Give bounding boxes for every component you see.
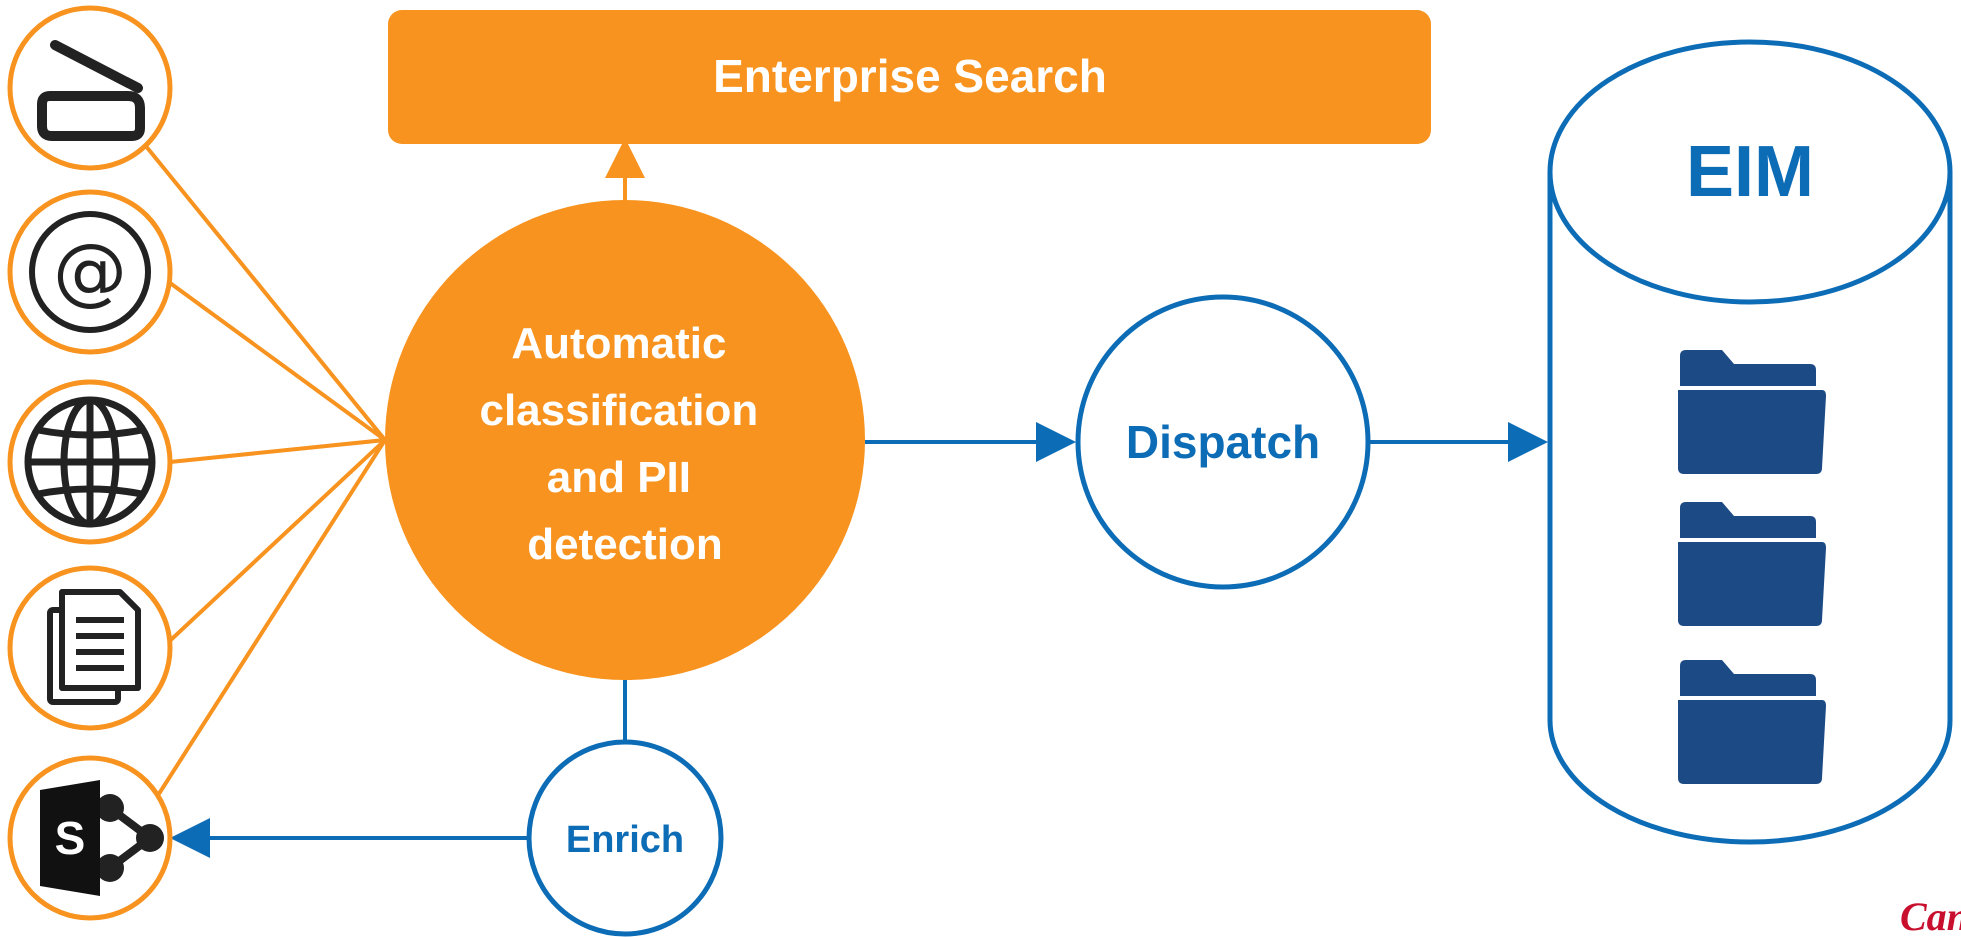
eim-cylinder-body — [1547, 172, 1953, 845]
brand-logo: Cano — [1900, 894, 1961, 937]
enrich-label: Enrich — [566, 819, 684, 861]
connector-web — [169, 438, 386, 464]
dispatch-label: Dispatch — [1126, 416, 1320, 468]
source-email[interactable]: @ — [7, 189, 173, 355]
classifier-label: Automatic classification and PII detecti… — [479, 319, 770, 569]
classifier-line-2: classification — [479, 386, 758, 435]
sharepoint-letter: S — [55, 812, 86, 864]
source-web[interactable] — [7, 379, 173, 545]
enrich-circle[interactable] — [526, 739, 724, 937]
email-at-icon: @ — [29, 211, 151, 333]
sharepoint-icon: S — [40, 780, 164, 896]
folder-icon — [1678, 502, 1826, 626]
classifier-line-4: detection — [527, 520, 723, 569]
documents-icon — [47, 589, 141, 705]
enterprise-search-box[interactable] — [388, 10, 1431, 144]
source-scanner[interactable] — [7, 5, 173, 171]
connector-documents — [158, 438, 387, 652]
dispatch-circle[interactable] — [1075, 294, 1371, 590]
enterprise-search-label: Enterprise Search — [713, 50, 1107, 102]
classifier-line-3: and PII — [547, 453, 691, 502]
source-documents[interactable] — [7, 565, 173, 731]
connector-sharepoint — [153, 438, 387, 802]
connector-email — [164, 278, 387, 442]
classifier-circle[interactable] — [385, 200, 865, 680]
classifier-line-1: Automatic — [511, 319, 726, 368]
scanner-icon — [37, 40, 145, 141]
globe-icon — [24, 396, 156, 528]
at-symbol: @ — [53, 228, 127, 314]
eim-label: EIM — [1686, 132, 1814, 212]
eim-cylinder-top — [1547, 39, 1953, 305]
eim-cylinder[interactable]: EIM — [1547, 39, 1953, 845]
connector-scanner — [143, 143, 387, 442]
source-sharepoint[interactable]: S — [7, 755, 173, 921]
source-connectors — [143, 143, 387, 802]
folder-icon — [1678, 350, 1826, 474]
folder-icon — [1678, 660, 1826, 784]
